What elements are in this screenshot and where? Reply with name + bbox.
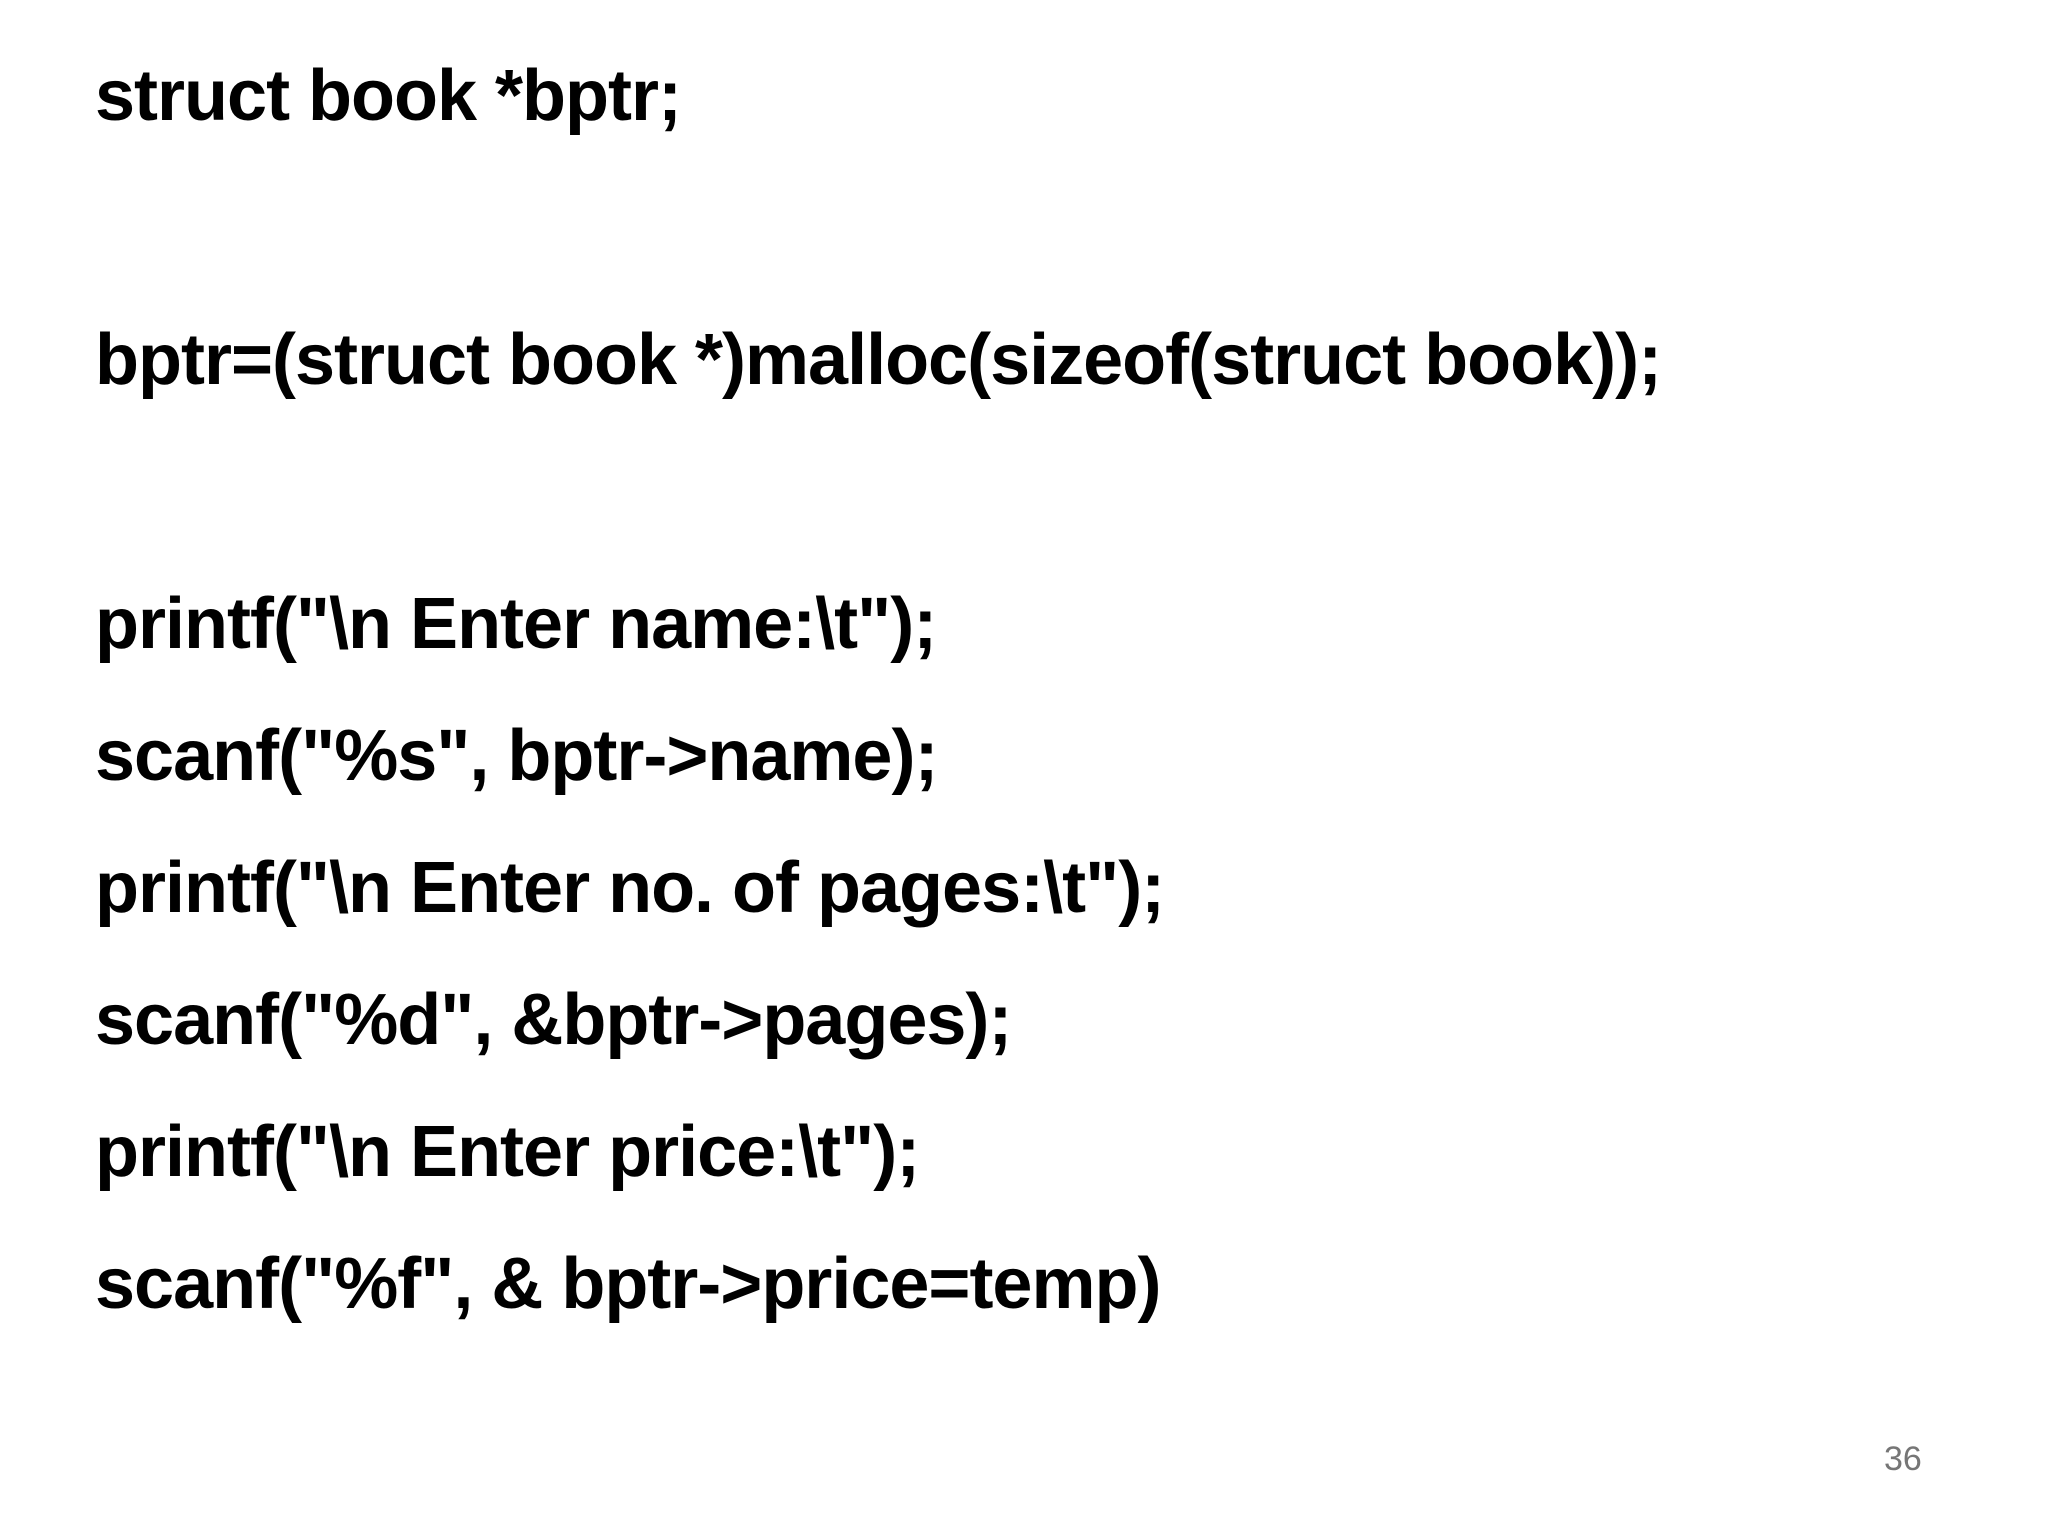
code-line: printf("\n Enter name:\t"); bbox=[95, 584, 937, 664]
code-line: scanf("%s", bptr->name); bbox=[95, 716, 938, 796]
code-line: printf("\n Enter no. of pages:\t"); bbox=[95, 848, 1165, 928]
code-line: scanf("%d", &bptr->pages); bbox=[95, 980, 1012, 1060]
page-number: 36 bbox=[1884, 1440, 1922, 1478]
code-line: printf("\n Enter price:\t"); bbox=[95, 1112, 920, 1192]
code-line: scanf("%f", & bptr->price=temp) bbox=[95, 1244, 1161, 1324]
code-line: bptr=(struct book *)malloc(sizeof(struct… bbox=[95, 320, 1662, 400]
code-line-blank bbox=[95, 426, 2028, 558]
code-line-blank bbox=[95, 162, 2028, 294]
code-block: struct book *bptr; bptr=(struct book *)m… bbox=[95, 30, 2028, 1350]
code-line: struct book *bptr; bbox=[95, 56, 682, 136]
